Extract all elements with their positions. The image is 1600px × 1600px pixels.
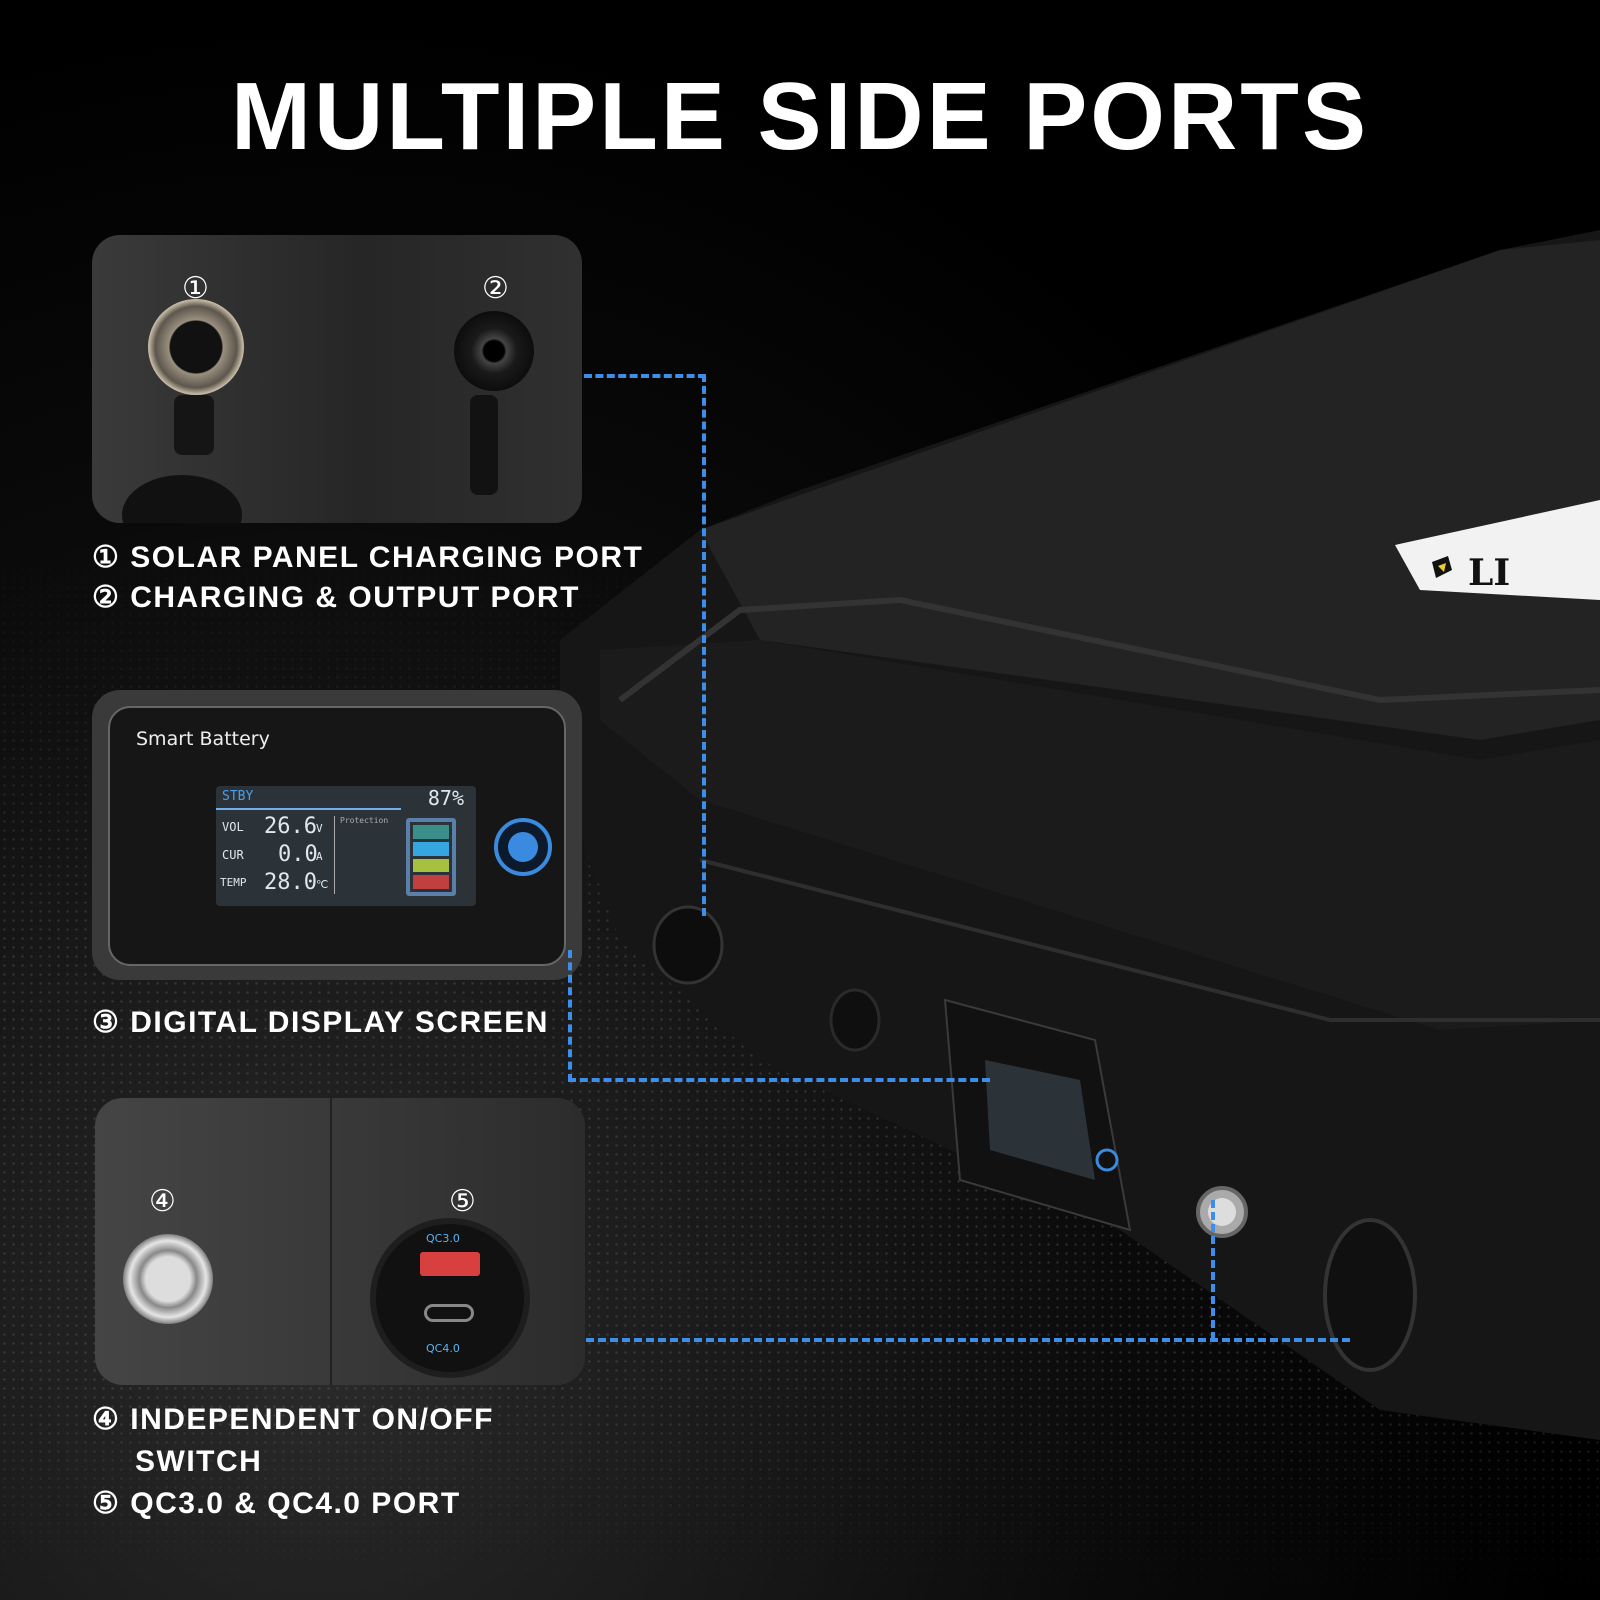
ports-4-5-photo: ④ ⑤ QC3.0 QC4.0: [95, 1098, 585, 1385]
label-solar-port: ① SOLAR PANEL CHARGING PORT: [92, 541, 644, 574]
port-number-2: ②: [482, 271, 509, 306]
vol-value: 26.6: [264, 814, 317, 839]
protection-label: Protection: [340, 816, 389, 825]
port-number-4: ④: [149, 1184, 176, 1219]
status-text: STBY: [222, 789, 254, 804]
usb-port-icon: QC3.0 QC4.0: [370, 1218, 530, 1378]
port-number-5: ⑤: [449, 1184, 476, 1219]
display-photo: Smart Battery STBY 87% VOL 26.6 V CUR 0.…: [92, 690, 582, 980]
vol-unit: V: [316, 822, 323, 835]
cur-unit: A: [316, 850, 323, 863]
page-title: MULTIPLE SIDE PORTS: [231, 63, 1369, 170]
label-display-screen: ③ DIGITAL DISPLAY SCREEN: [92, 1006, 549, 1039]
connector-line: [1211, 1200, 1215, 1340]
on-off-switch-icon: [123, 1234, 213, 1324]
lcd-screen: STBY 87% VOL 26.6 V CUR 0.0 A TEMP 28.0 …: [216, 786, 476, 906]
connector-line: [702, 374, 706, 916]
cur-value: 0.0: [278, 842, 318, 867]
smart-battery-brand: Smart Battery: [136, 728, 270, 750]
label-on-off-switch: ④ INDEPENDENT ON/OFF: [92, 1403, 494, 1436]
connector-line: [586, 1338, 1350, 1342]
battery-level-icon: [406, 818, 456, 896]
qc3-label: QC3.0: [426, 1232, 460, 1245]
temp-unit: ℃: [316, 878, 329, 891]
solar-connector-icon: [148, 299, 244, 395]
label-qc-port: ⑤ QC3.0 & QC4.0 PORT: [92, 1487, 461, 1520]
dc-port-icon: [454, 311, 534, 391]
connector-line: [568, 1078, 990, 1082]
power-button-icon: [494, 818, 552, 876]
cur-label: CUR: [222, 848, 244, 862]
label-on-off-switch-cont: SWITCH: [135, 1445, 263, 1478]
temp-value: 28.0: [264, 870, 317, 895]
qc4-label: QC4.0: [426, 1342, 460, 1355]
ports-1-2-photo: ① ②: [92, 235, 582, 523]
connector-line: [568, 950, 572, 1082]
connector-line: [584, 374, 706, 378]
vol-label: VOL: [222, 820, 244, 834]
label-charging-output-port: ② CHARGING & OUTPUT PORT: [92, 581, 580, 614]
temp-label: TEMP: [220, 876, 247, 889]
battery-percent: 87%: [427, 786, 464, 810]
case-logo: LI: [1468, 552, 1510, 594]
